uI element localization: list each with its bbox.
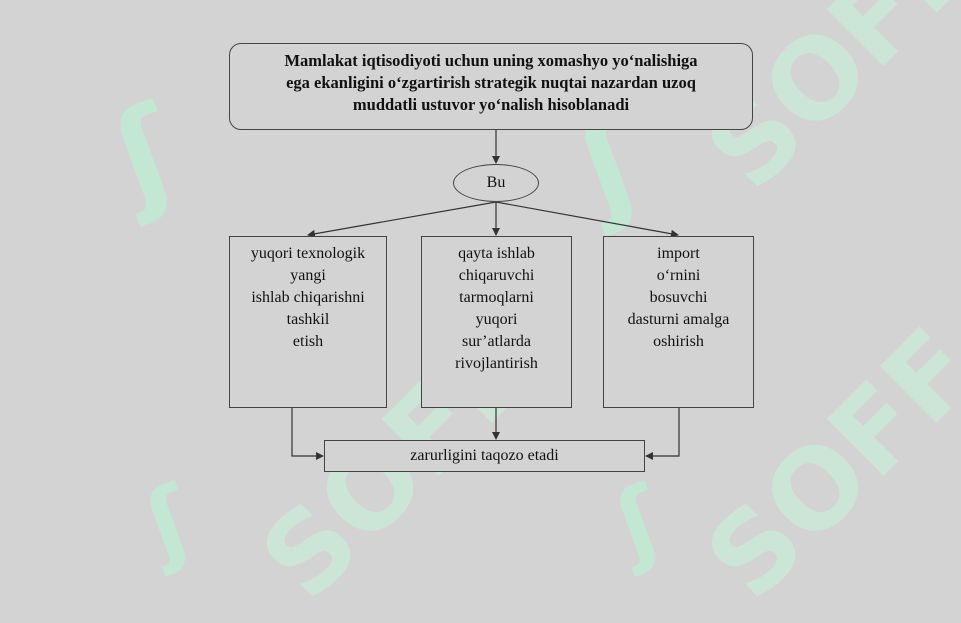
branch-middle-text: qayta ishlab chiqaruvchi tarmoqlarni yuq… — [455, 245, 538, 372]
arrow-oval-to-left — [307, 201, 497, 238]
connector-oval: Bu — [453, 164, 539, 202]
branch-box-left: yuqori texnologik yangi ishlab chiqarish… — [229, 236, 387, 408]
branch-box-middle: qayta ishlab chiqaruvchi tarmoqlarni yuq… — [421, 236, 572, 408]
connector-lines — [291, 130, 680, 460]
branch-box-right: import oʻrnini bosuvchi dasturni amalga … — [603, 236, 754, 408]
branch-right-text: import oʻrnini bosuvchi dasturni amalga … — [627, 245, 730, 350]
branch-left-text: yuqori texnologik yangi ishlab chiqarish… — [250, 245, 366, 350]
result-text: zarurligini taqozo etadi — [410, 447, 559, 464]
arrow-oval-to-right — [495, 201, 679, 238]
top-statement-text: Mamlakat iqtisodiyoti uchun uning xomash… — [284, 51, 698, 114]
arrow-left-to-result — [291, 408, 324, 460]
arrow-right-to-result — [645, 408, 680, 460]
top-statement-box: Mamlakat iqtisodiyoti uchun uning xomash… — [229, 43, 753, 130]
result-box: zarurligini taqozo etadi — [324, 440, 645, 472]
connector-label: Bu — [486, 174, 506, 191]
